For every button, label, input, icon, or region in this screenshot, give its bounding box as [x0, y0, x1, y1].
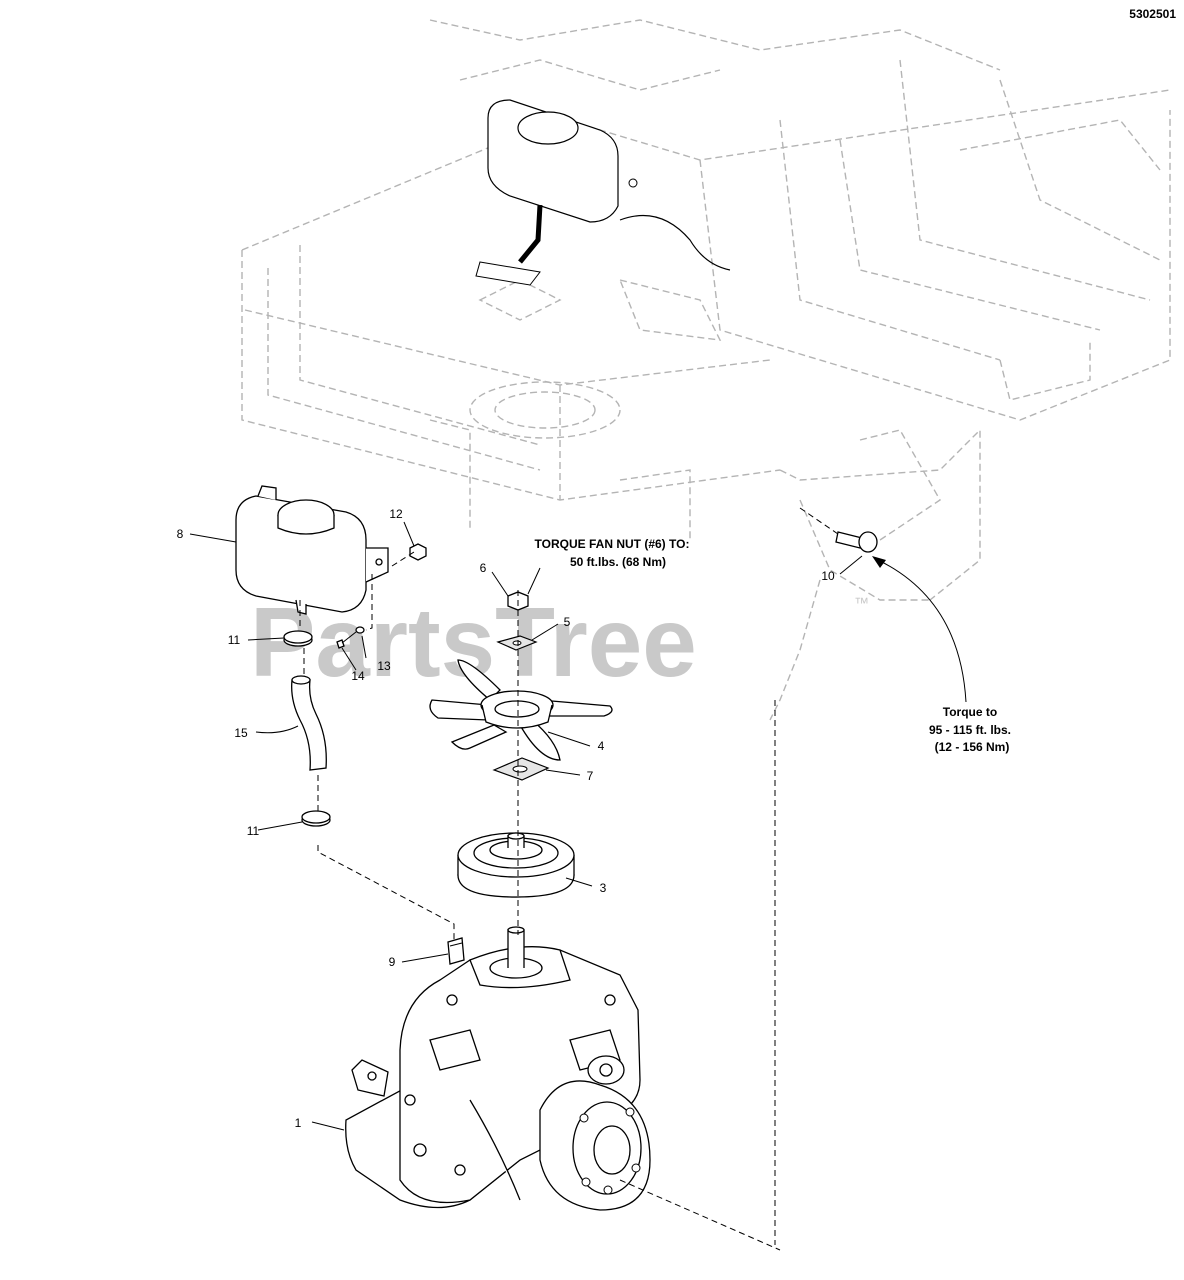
part-10-bolt[interactable] — [835, 531, 878, 553]
frame-ghost-outline — [241, 19, 1171, 721]
part-8-reservoir[interactable] — [235, 485, 389, 615]
torque-bolt-note: Torque to 95 - 115 ft. lbs. (12 - 156 Nm… — [929, 705, 1011, 754]
callout-9: 9 — [389, 955, 396, 969]
part-15-hose[interactable] — [291, 675, 327, 771]
callout-13: 13 — [377, 659, 391, 673]
callout-14: 14 — [351, 669, 365, 683]
callout-15: 15 — [234, 726, 248, 740]
part-12-nut[interactable] — [409, 543, 427, 561]
torque-fan-note-line-2: 50 ft.lbs. (68 Nm) — [570, 555, 666, 569]
leader-lines — [189, 521, 967, 1131]
torque-fan-note-line-1: TORQUE FAN NUT (#6) TO: — [535, 537, 690, 551]
callout-6: 6 — [480, 561, 487, 575]
torque-bolt-note-line-2: 95 - 115 ft. lbs. — [929, 723, 1011, 737]
part-11-hose-clamp-lower[interactable] — [301, 810, 331, 827]
callout-5: 5 — [564, 615, 571, 629]
torque-bolt-note-line-3: (12 - 156 Nm) — [935, 740, 1010, 754]
trademark-symbol: ™ — [854, 595, 869, 612]
callout-7: 7 — [587, 769, 594, 783]
part-1-transmission[interactable] — [345, 926, 651, 1211]
part-14-screw[interactable] — [336, 631, 357, 649]
callout-1: 1 — [295, 1116, 302, 1130]
alignment-lines — [299, 507, 839, 1251]
part-4-fan[interactable] — [429, 659, 613, 761]
part-3-pulley[interactable] — [457, 832, 575, 898]
part-9-key[interactable] — [447, 937, 465, 965]
callout-3: 3 — [600, 881, 607, 895]
part-7-spacer[interactable] — [492, 757, 550, 781]
part-11-hose-clamp-upper[interactable] — [283, 630, 313, 647]
reservoir-installed-ghost — [475, 99, 731, 286]
callout-11-upper: 11 — [228, 633, 241, 647]
callout-labels: 8 12 11 13 14 15 11 6 5 4 7 3 9 10 1 — [177, 507, 835, 1130]
callout-4: 4 — [598, 739, 605, 753]
part-5-washer[interactable] — [496, 635, 538, 651]
diagram-id: 5302501 — [1129, 7, 1176, 21]
torque-fan-note: TORQUE FAN NUT (#6) TO: 50 ft.lbs. (68 N… — [535, 537, 690, 569]
callout-10: 10 — [821, 569, 835, 583]
callout-12: 12 — [389, 507, 403, 521]
torque-bolt-note-line-1: Torque to — [943, 705, 997, 719]
part-13-washer[interactable] — [355, 626, 365, 634]
callout-11-lower: 11 — [247, 824, 260, 838]
callout-8: 8 — [177, 527, 184, 541]
